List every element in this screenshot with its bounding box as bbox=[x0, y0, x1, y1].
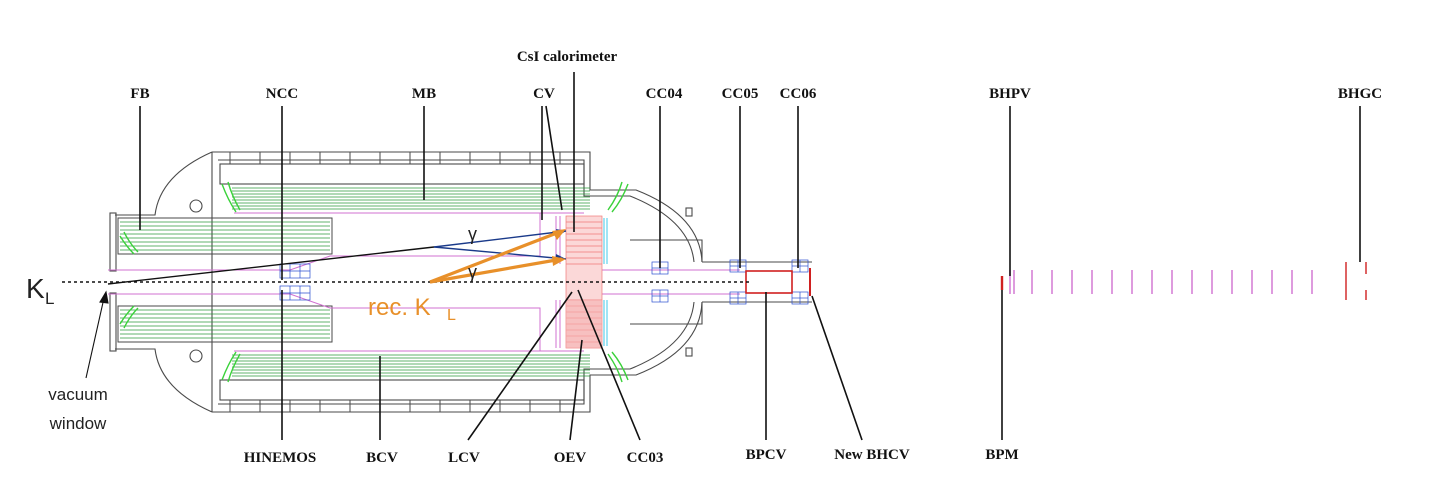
kl-label: K L bbox=[26, 273, 54, 308]
label-ncc: NCC bbox=[266, 86, 299, 102]
label-cv: CV bbox=[533, 86, 555, 102]
csi-readout bbox=[603, 218, 608, 346]
gamma-label-upper: γ bbox=[468, 224, 477, 244]
label-bcv: BCV bbox=[366, 450, 398, 466]
vacuum-window-pointer bbox=[85, 290, 109, 379]
top-labels: CsI calorimeter FB NCC MB CV CC04 CC05 C… bbox=[130, 49, 1382, 102]
label-cc04: CC04 bbox=[646, 86, 683, 102]
fb-fans bbox=[119, 231, 139, 329]
bottom-labels: HINEMOS BCV LCV OEV CC03 BPCV New BHCV B… bbox=[244, 447, 1019, 466]
cc05-grid bbox=[729, 259, 747, 305]
gamma-tracks bbox=[107, 229, 567, 285]
bhpv-modules bbox=[1009, 270, 1313, 294]
label-bpm: BPM bbox=[985, 447, 1018, 463]
vacuum-vessel bbox=[109, 151, 812, 413]
leader-lines-top bbox=[139, 72, 1361, 280]
vacuum-window-label: vacuum window bbox=[48, 385, 108, 433]
mb-fans bbox=[221, 181, 629, 383]
leader-lines-bottom bbox=[281, 289, 1003, 441]
label-cc05: CC05 bbox=[722, 86, 759, 102]
ncc-grid bbox=[279, 263, 311, 301]
label-new-bhcv: New BHCV bbox=[834, 447, 910, 463]
oev-fill bbox=[566, 300, 602, 348]
vacuum-line1: vacuum bbox=[48, 385, 108, 404]
label-csi-calorimeter: CsI calorimeter bbox=[517, 49, 618, 65]
rec-kl-main: rec. K bbox=[368, 294, 431, 321]
label-mb: MB bbox=[412, 86, 436, 102]
kl-main: K bbox=[26, 273, 45, 304]
main-barrel-top bbox=[232, 187, 590, 210]
label-oev: OEV bbox=[554, 450, 587, 466]
label-fb: FB bbox=[130, 86, 149, 102]
front-barrel-top bbox=[120, 221, 330, 251]
label-cc03: CC03 bbox=[627, 450, 664, 466]
rec-kl-label: rec. K L bbox=[368, 294, 456, 324]
rec-kl-sub: L bbox=[447, 307, 456, 324]
kl-sub: L bbox=[45, 289, 54, 308]
fb-frame bbox=[117, 217, 333, 343]
label-bpcv: BPCV bbox=[746, 447, 787, 463]
label-hinemos: HINEMOS bbox=[244, 450, 317, 466]
gamma-label-lower: γ bbox=[468, 262, 477, 282]
label-bhgc: BHGC bbox=[1338, 86, 1382, 102]
bhgc-modules bbox=[1345, 262, 1367, 300]
reconstructed-tracks bbox=[429, 229, 566, 284]
bpcv bbox=[745, 270, 793, 294]
front-barrel-bottom bbox=[120, 309, 330, 339]
label-bhpv: BHPV bbox=[989, 86, 1031, 102]
label-cc06: CC06 bbox=[780, 86, 817, 102]
vacuum-line2: window bbox=[49, 414, 107, 433]
bcv-liner bbox=[234, 212, 584, 352]
main-barrel-bottom bbox=[232, 354, 590, 377]
cc06-grid bbox=[791, 259, 809, 305]
label-lcv: LCV bbox=[448, 450, 480, 466]
